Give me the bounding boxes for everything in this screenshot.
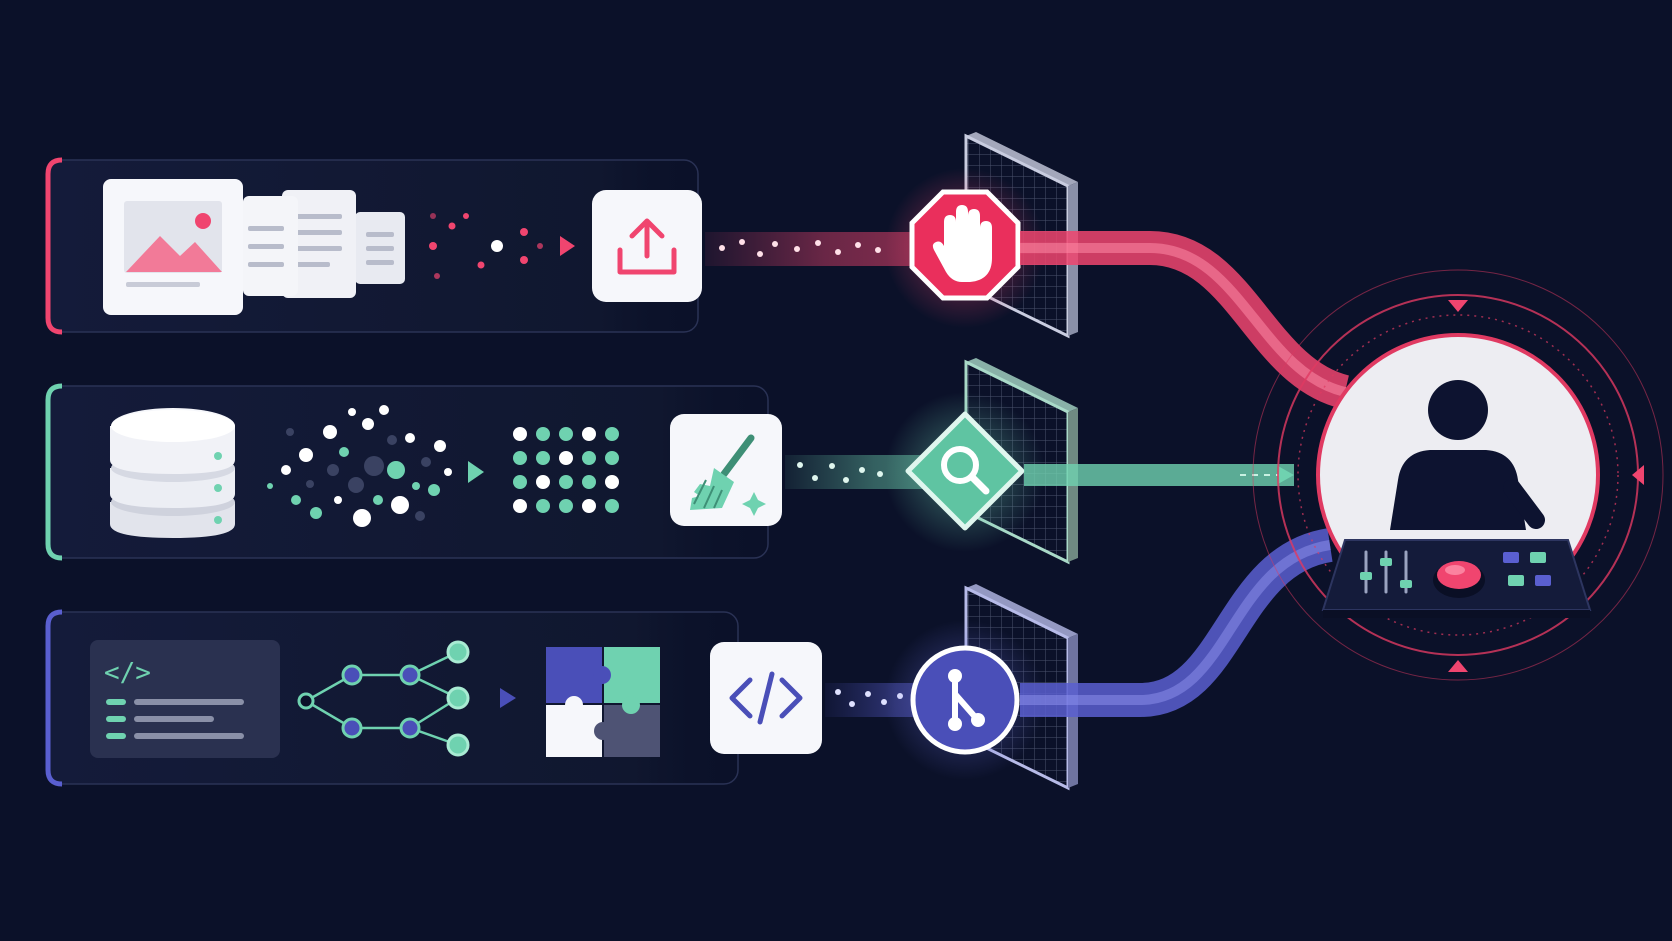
target-marker	[1448, 660, 1468, 672]
data-point	[412, 482, 420, 490]
grid-point	[559, 427, 573, 441]
flow-dots	[719, 239, 881, 257]
flow-dots	[797, 462, 883, 483]
grid-point	[582, 499, 596, 513]
code-editor-icon: </>	[90, 640, 280, 758]
grid-point	[582, 451, 596, 465]
grid-point	[513, 499, 527, 513]
data-point	[334, 496, 342, 504]
data-point	[364, 456, 384, 476]
lane-accent-bar	[45, 609, 63, 787]
merge-track	[1024, 464, 1294, 486]
grid-point	[582, 475, 596, 489]
data-point	[291, 495, 301, 505]
lane-integrate: </>	[45, 528, 1334, 791]
target-marker	[1632, 465, 1644, 485]
data-point	[444, 468, 452, 476]
image-document-icon	[103, 179, 405, 315]
operator-hub	[1252, 269, 1664, 681]
control-console-icon	[1321, 539, 1592, 618]
branch-icon	[910, 645, 1020, 755]
flow-arrow	[468, 461, 484, 483]
stop-hand-icon	[909, 189, 1021, 301]
data-point	[310, 507, 322, 519]
grid-point	[559, 475, 573, 489]
data-point	[373, 495, 383, 505]
grid-point	[605, 451, 619, 465]
data-point	[387, 435, 397, 445]
magnifier-icon	[905, 411, 1025, 531]
data-point	[267, 483, 273, 489]
data-point	[348, 477, 364, 493]
data-point	[434, 440, 446, 452]
flow-arrow	[500, 688, 516, 708]
data-point	[323, 425, 337, 439]
grid-point	[605, 499, 619, 513]
data-point	[362, 418, 374, 430]
data-point	[327, 464, 339, 476]
scattered-data-points	[267, 405, 452, 527]
grid-point	[513, 427, 527, 441]
data-point	[391, 496, 409, 514]
data-point	[379, 405, 389, 415]
data-point	[339, 447, 349, 457]
data-point	[281, 465, 291, 475]
grid-point	[536, 427, 550, 441]
data-point	[348, 408, 356, 416]
lane-accent-bar	[45, 383, 63, 561]
broom-clean-icon	[670, 414, 782, 526]
data-point	[306, 480, 314, 488]
grid-point	[605, 427, 619, 441]
operator-person-icon	[1390, 380, 1545, 530]
lane-upload	[45, 132, 1350, 409]
grid-point	[582, 427, 596, 441]
data-point	[387, 461, 405, 479]
grid-point	[536, 451, 550, 465]
code-tag-label: </>	[104, 658, 151, 688]
puzzle-icon	[546, 647, 660, 757]
code-tag-icon	[710, 642, 822, 754]
data-point	[353, 509, 371, 527]
grid-point	[559, 499, 573, 513]
grid-point	[536, 499, 550, 513]
lane-accent-bar	[45, 157, 63, 335]
grid-point	[559, 451, 573, 465]
database-icon	[110, 408, 235, 538]
lane-clean	[45, 358, 1294, 565]
data-point	[286, 428, 294, 436]
grid-point	[513, 475, 527, 489]
branching-graph	[297, 640, 470, 757]
sorted-data-grid	[513, 427, 619, 513]
data-point	[428, 484, 440, 496]
target-marker	[1448, 300, 1468, 312]
grid-point	[513, 451, 527, 465]
data-point	[421, 457, 431, 467]
grid-point	[536, 475, 550, 489]
flow-dots	[429, 213, 575, 279]
grid-point	[605, 475, 619, 489]
upload-icon	[592, 190, 702, 302]
data-point	[415, 511, 425, 521]
data-point	[405, 433, 415, 443]
data-point	[299, 448, 313, 462]
